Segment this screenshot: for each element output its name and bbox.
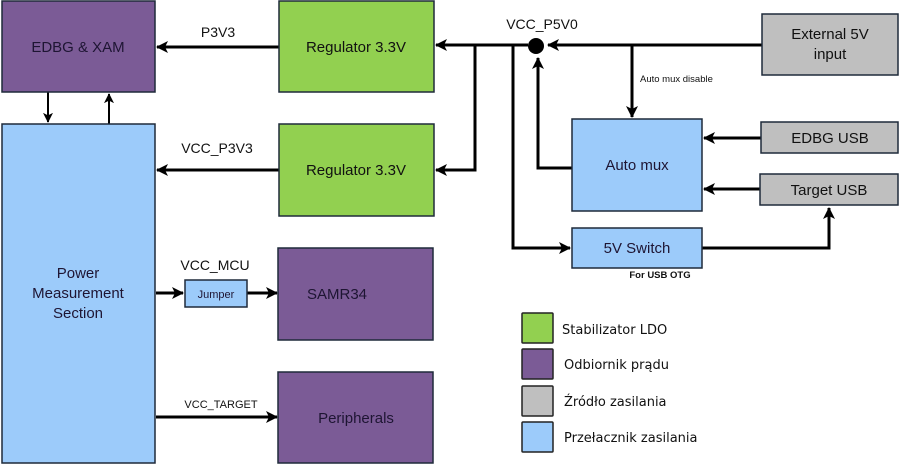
power-meas-label-line3: Section [53, 305, 103, 322]
power-meas-label-line2: Measurement [32, 285, 125, 302]
legend-item-source: Źródło zasilania [521, 385, 667, 417]
regulator-top-label: Regulator 3.3V [306, 39, 406, 56]
legend-swatch-ldo [521, 312, 554, 344]
net-label-vcc-p5v0: VCC_P5V0 [506, 16, 578, 32]
edbg-usb-label: EDBG USB [791, 130, 869, 147]
block-5v-switch[interactable]: 5V Switch [571, 227, 703, 269]
samr34-label: SAMR34 [307, 286, 367, 303]
peripherals-label: Peripherals [318, 410, 394, 427]
wire-branch-to-5v-switch [511, 45, 571, 254]
net-label-vcc-p3v3: VCC_P3V3 [181, 140, 253, 156]
net-label-vcc-target: VCC_TARGET [184, 399, 257, 411]
net-label-vcc-mcu: VCC_MCU [180, 257, 249, 273]
legend-label-source: Źródło zasilania [564, 394, 667, 410]
junction-node-icon [528, 38, 544, 54]
legend-swatch-source [521, 385, 554, 417]
net-label-auto-mux-disable: Auto mux disable [640, 74, 713, 85]
jumper-label: Jumper [198, 289, 235, 301]
legend-swatch-switch [521, 421, 554, 453]
wire-branch-to-regulator-mid [435, 45, 477, 176]
legend-label-switch: Przełacznik zasilania [564, 431, 698, 446]
block-samr34[interactable]: SAMR34 [277, 247, 434, 341]
legend-item-ldo: Stabilizator LDO [521, 312, 667, 344]
regulator-mid-label: Regulator 3.3V [306, 162, 406, 179]
legend-label-ldo: Stabilizator LDO [562, 323, 667, 338]
block-power-measurement[interactable]: Power Measurement Section [1, 123, 156, 464]
block-target-usb[interactable]: Target USB [759, 173, 899, 206]
target-usb-label: Target USB [791, 182, 868, 199]
5v-switch-label: 5V Switch [604, 240, 671, 257]
external-5v-label-line2: input [814, 46, 847, 63]
auto-mux-label: Auto mux [605, 157, 669, 174]
net-label-for-usb-otg: For USB OTG [629, 270, 690, 281]
block-external-5v-input[interactable]: External 5V input [761, 13, 899, 76]
edbg-xam-label: EDBG & XAM [31, 39, 124, 56]
block-jumper[interactable]: Jumper [184, 279, 248, 308]
wire-5v-switch-to-target-usb [702, 207, 835, 250]
block-regulator-top[interactable]: Regulator 3.3V [278, 0, 435, 93]
legend: Stabilizator LDO Odbiornik prądu Źródło … [521, 312, 698, 453]
legend-item-load: Odbiornik prądu [521, 348, 669, 380]
block-auto-mux[interactable]: Auto mux [571, 118, 703, 212]
block-edbg-usb[interactable]: EDBG USB [760, 121, 899, 154]
power-meas-label-line1: Power [57, 265, 100, 282]
block-regulator-mid[interactable]: Regulator 3.3V [278, 123, 435, 217]
block-edbg-xam[interactable]: EDBG & XAM [1, 0, 156, 93]
wires [43, 38, 835, 423]
legend-item-switch: Przełacznik zasilania [521, 421, 698, 453]
external-5v-label-line1: External 5V [791, 26, 869, 43]
block-peripherals[interactable]: Peripherals [277, 371, 434, 464]
legend-label-load: Odbiornik prądu [564, 358, 669, 373]
net-label-p3v3: P3V3 [201, 24, 235, 40]
wire-auto-mux-to-node [532, 57, 572, 170]
legend-swatch-load [521, 348, 554, 380]
